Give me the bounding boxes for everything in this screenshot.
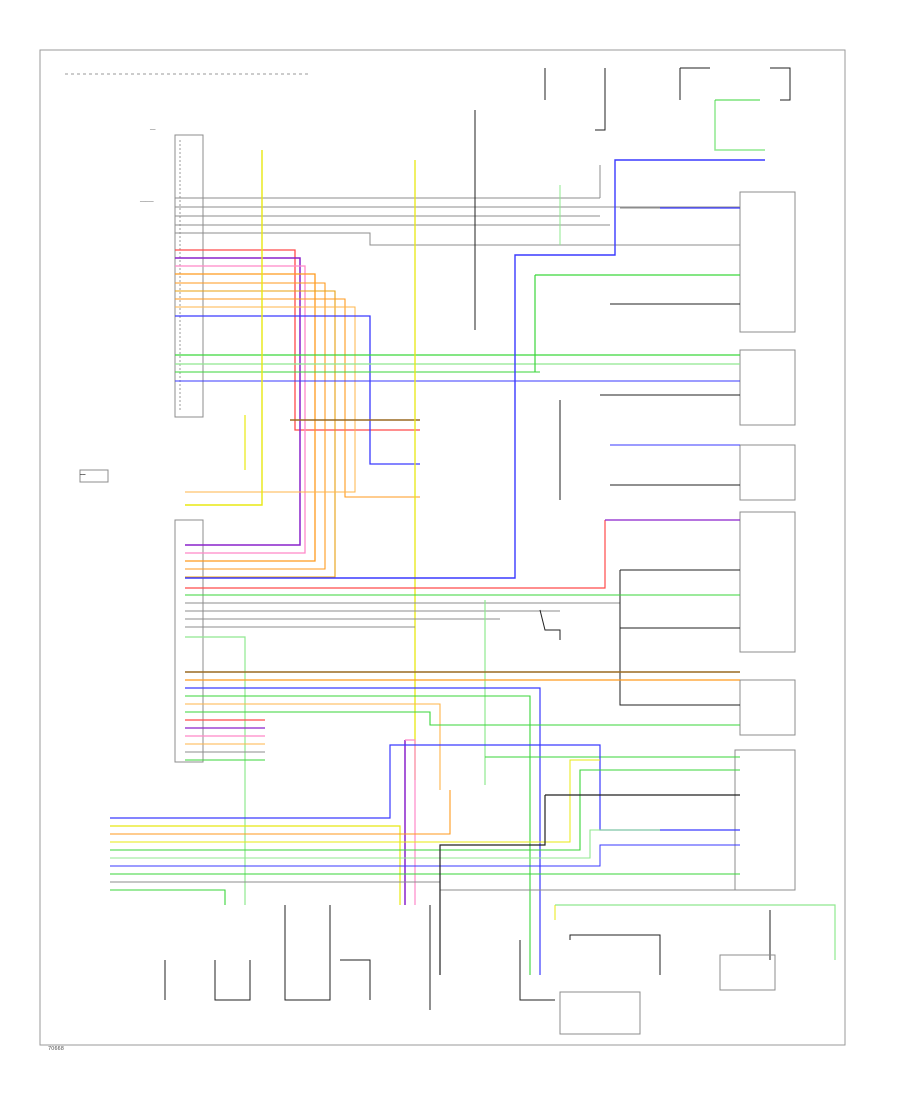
- control-unit-upper: [174, 134, 204, 418]
- lower-pin-wires: [110, 744, 836, 975]
- component-right-4: [739, 511, 796, 653]
- colored-wires-upper: [175, 249, 420, 578]
- vertical-wires: [185, 110, 765, 780]
- component-right-1: [739, 191, 796, 333]
- control-unit-lower: [174, 519, 204, 763]
- component-right-5: [739, 679, 796, 736]
- mid-lower-wires: [185, 569, 740, 905]
- connector-box: [79, 469, 109, 483]
- svg-text:─────: ─────: [139, 200, 154, 205]
- svg-text:──: ──: [149, 128, 156, 133]
- gray-wires-upper: [175, 197, 740, 246]
- component-right-2: [739, 349, 796, 426]
- diagram-frame: [39, 49, 846, 1046]
- component-right-6: [734, 749, 796, 891]
- svg-text:━━: ━━: [79, 473, 86, 478]
- tiny-labels: ── ───── ━━: [79, 128, 156, 478]
- component-right-3: [739, 444, 796, 501]
- bottom-components: [164, 905, 776, 1035]
- colored-wires-lower: [185, 671, 740, 975]
- footer-id: 70668: [48, 1046, 64, 1052]
- mid-upper-wires: [175, 185, 740, 396]
